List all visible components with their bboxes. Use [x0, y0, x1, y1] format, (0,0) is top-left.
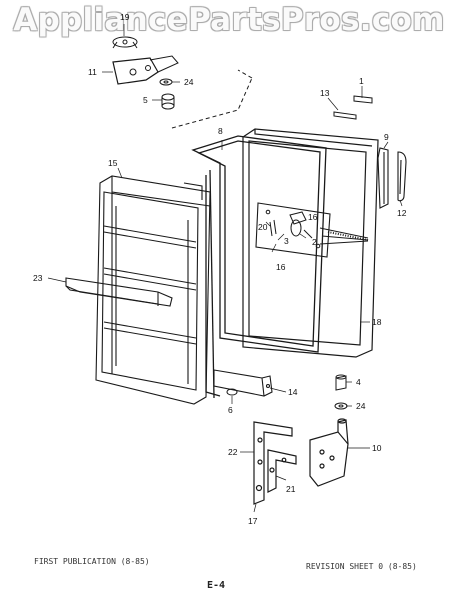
leader-lines [47, 24, 403, 513]
callout-23: 23 [33, 273, 43, 283]
page-number: E-4 [207, 580, 226, 591]
callout-22: 22 [228, 447, 238, 457]
callout-2: 2 [312, 237, 317, 247]
callout-18: 18 [372, 317, 382, 327]
callout-8: 8 [218, 126, 223, 136]
callout-3: 3 [284, 236, 289, 246]
handle-plate-part [255, 202, 369, 258]
callout-17: 17 [248, 516, 258, 526]
axis-line [171, 69, 253, 129]
handle-part-9 [377, 147, 389, 209]
callout-13: 13 [320, 88, 330, 98]
footer-first-publication: FIRST PUBLICATION (8-85) [34, 557, 150, 566]
door-shelf-part [65, 277, 173, 307]
callout-10: 10 [372, 443, 382, 453]
callout-20: 20 [258, 222, 268, 232]
bottom-rail-part [213, 369, 273, 397]
washer-24-bottom [334, 402, 348, 410]
callout-16: 16 [276, 262, 286, 272]
footer-revision-sheet: REVISION SHEET 0 (8-85) [306, 562, 417, 571]
callout-11: 11 [88, 67, 97, 77]
watermark-text: AppliancePartsPros.com [13, 2, 445, 38]
callout-4: 4 [356, 377, 361, 387]
bracket-22-part [253, 421, 293, 505]
callout-1: 1 [359, 76, 364, 86]
trim-piece-1 [353, 95, 373, 104]
callout-16-small: 16 [308, 212, 318, 222]
callout-15: 15 [108, 158, 118, 168]
bracket-21-part [267, 449, 297, 493]
door-gasket-part [191, 135, 327, 399]
top-hinge-part [112, 36, 179, 85]
bushing-4-part [335, 374, 347, 391]
washer-24-top [159, 78, 173, 86]
clip-6 [226, 388, 238, 396]
callout-24-bottom: 24 [356, 401, 366, 411]
callout-19: 19 [120, 12, 130, 22]
callout-12: 12 [397, 208, 407, 218]
callout-24-top: 24 [184, 77, 194, 87]
bushing-5-part [161, 93, 175, 110]
outer-door-part [242, 128, 379, 358]
door-liner-part [95, 175, 211, 405]
trim-piece-13 [333, 111, 357, 120]
callout-14: 14 [288, 387, 298, 397]
callout-5: 5 [143, 95, 148, 105]
callout-6: 6 [228, 405, 233, 415]
handle-cover-12 [397, 151, 407, 202]
callout-21: 21 [286, 484, 296, 494]
callout-9: 9 [384, 132, 389, 142]
bottom-hinge-part [309, 418, 349, 487]
